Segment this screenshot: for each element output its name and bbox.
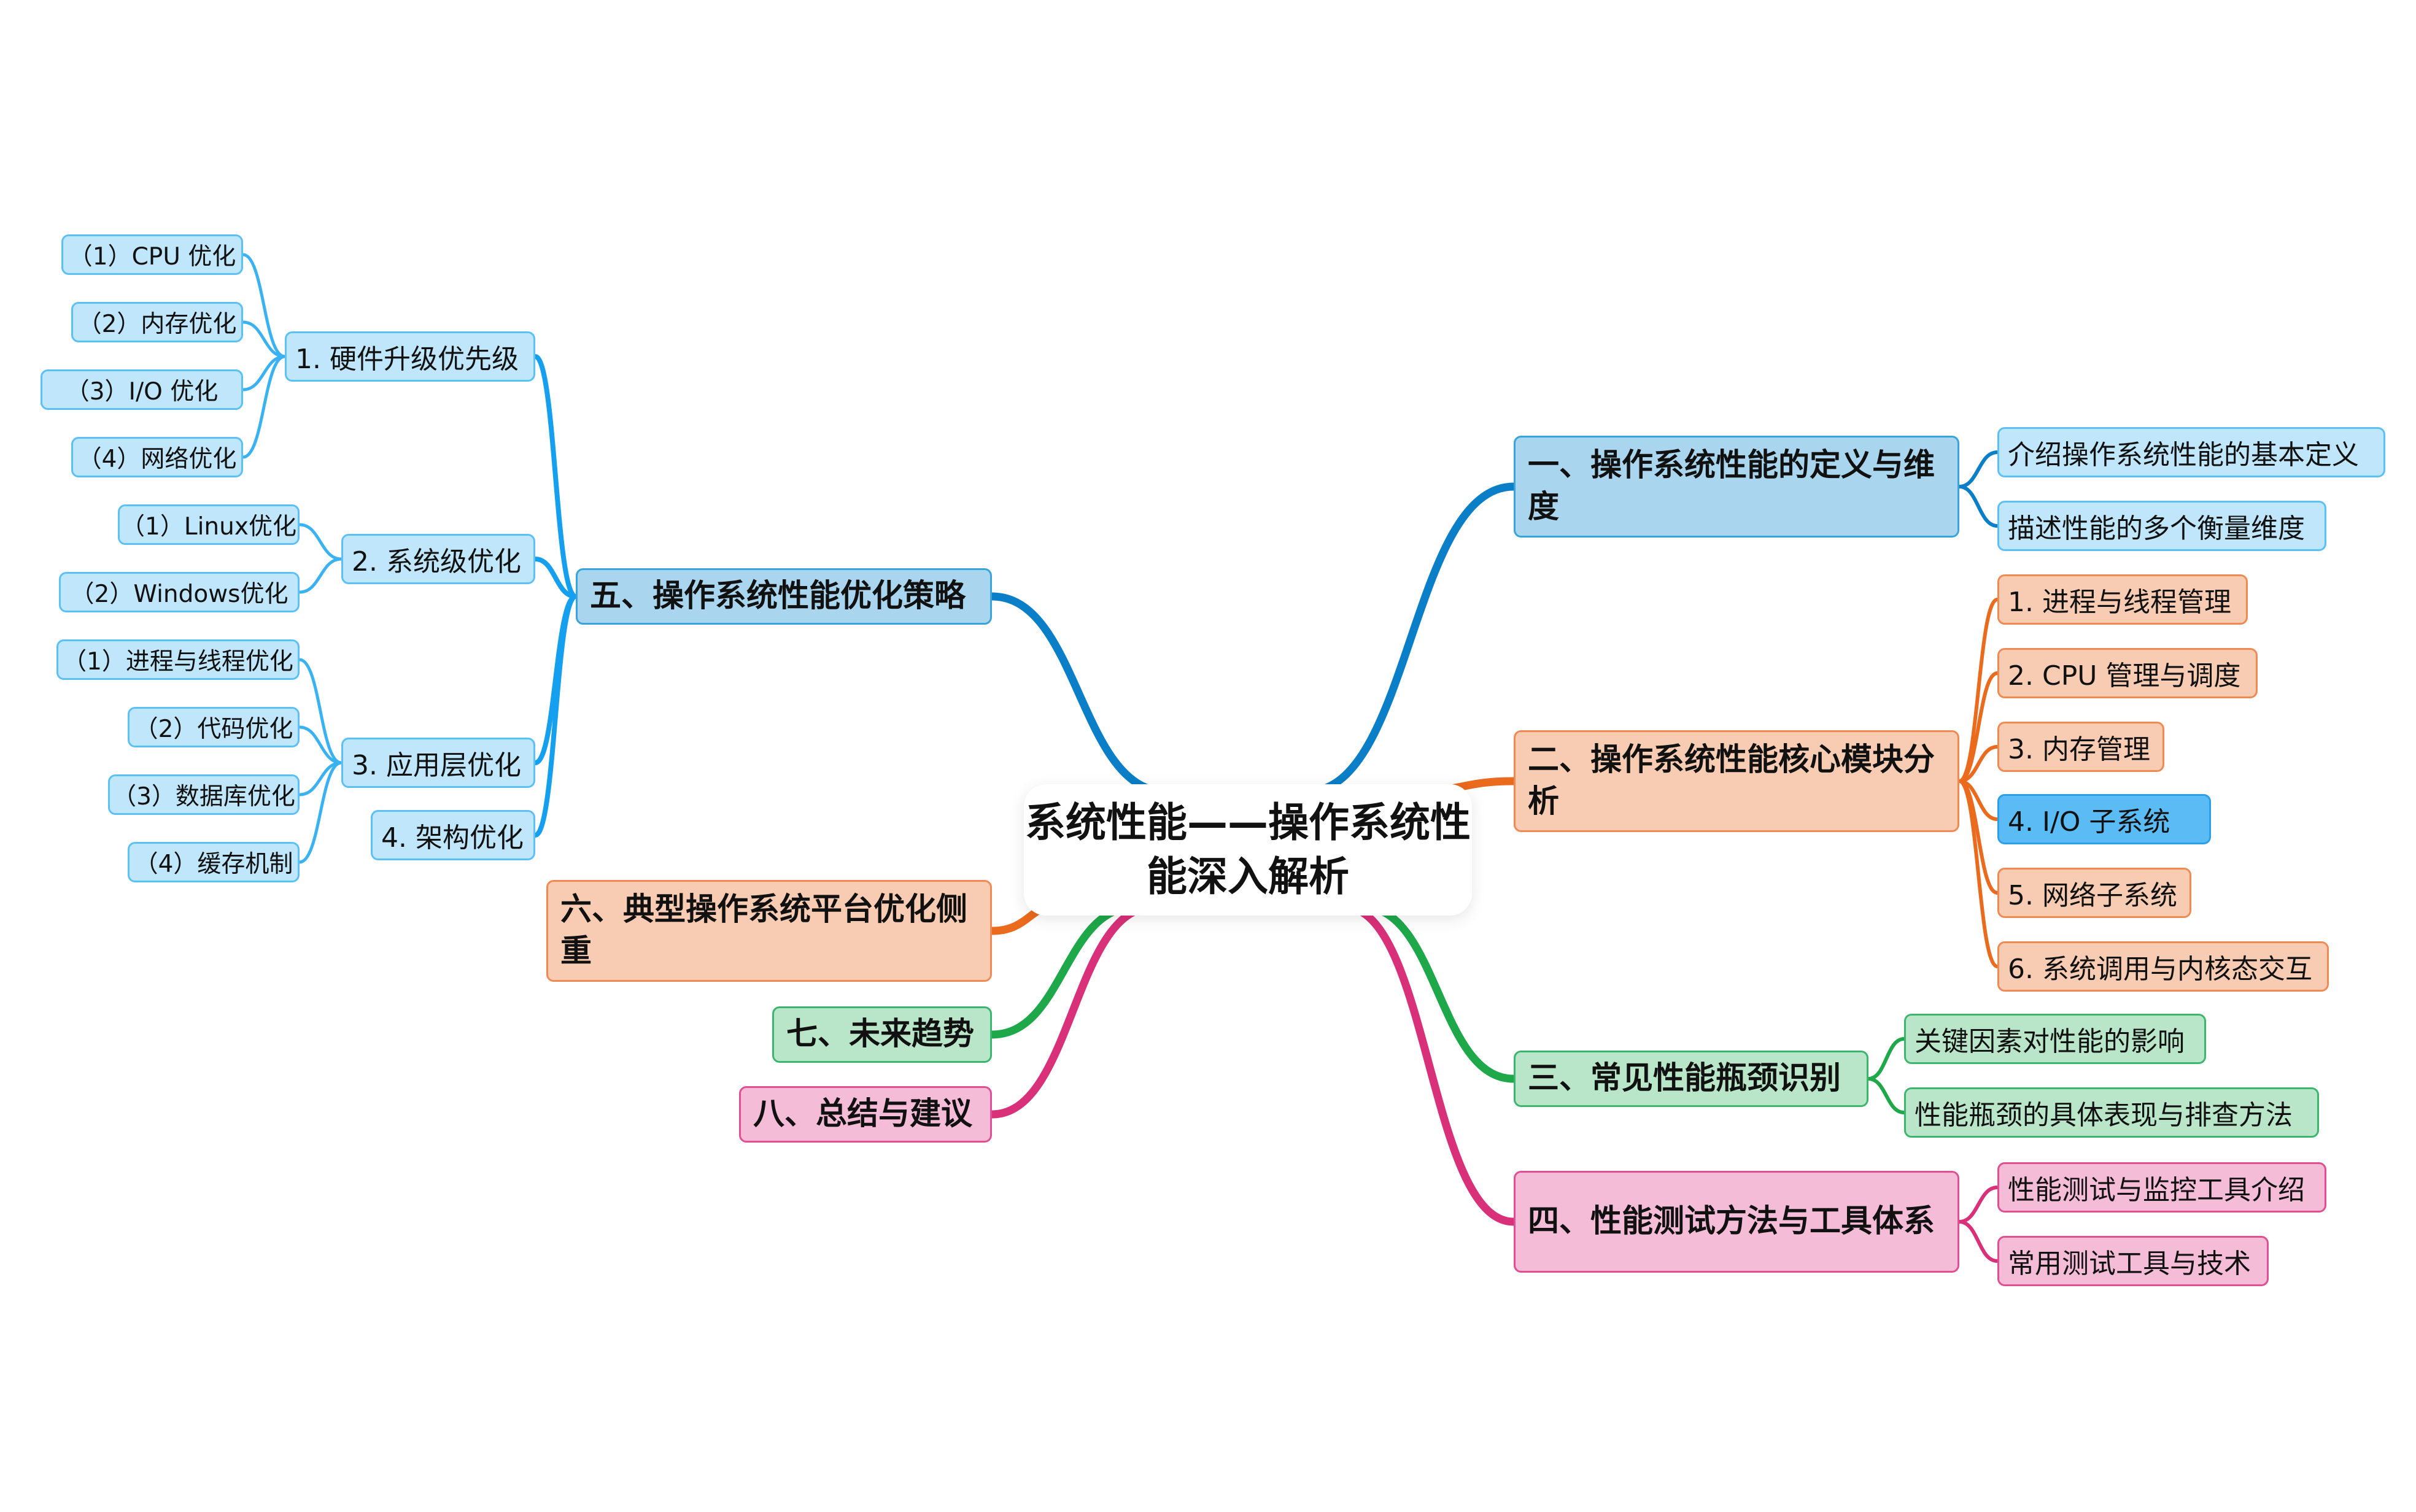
branch-2-item-1[interactable]: 1. 进程与线程管理 [1997, 574, 2248, 625]
link-root-b3 [1358, 903, 1518, 1083]
link-b5-app-4 [298, 761, 343, 864]
b5-app-leaf-4[interactable]: （4）缓存机制 [128, 842, 300, 882]
link-b3-2 [1867, 1077, 1906, 1114]
link-b4-2 [1957, 1220, 1999, 1263]
link-b4-1 [1957, 1186, 1999, 1224]
link-b2-6 [1957, 779, 1999, 968]
b5-hardware-leaf-2[interactable]: （2）内存优化 [71, 302, 243, 342]
branch-5-optimization[interactable]: 五、操作系统性能优化策略 [576, 568, 992, 625]
link-root-b4 [1340, 903, 1518, 1226]
link-b5-sys-1 [298, 523, 343, 561]
branch-6-platforms[interactable]: 六、典型操作系统平台优化侧重 [546, 880, 992, 982]
link-b5-sub-4 [533, 594, 578, 838]
branch-4-item-1[interactable]: 性能测试与监控工具介绍 [1997, 1162, 2326, 1213]
branch-8-summary[interactable]: 八、总结与建议 [739, 1086, 992, 1143]
link-b5-sub-2 [533, 557, 578, 599]
branch-2-item-2[interactable]: 2. CPU 管理与调度 [1997, 648, 2258, 698]
link-b5-hw-1 [241, 253, 287, 358]
b5-sub-architecture[interactable]: 4. 架构优化 [371, 810, 535, 860]
b5-hardware-leaf-3[interactable]: （3）I/O 优化 [41, 369, 243, 410]
branch-3-item-1[interactable]: 关键因素对性能的影响 [1904, 1014, 2206, 1064]
link-b5-hw-2 [241, 320, 287, 358]
branch-2-item-4[interactable]: 4. I/O 子系统 [1997, 794, 2211, 844]
link-b2-3 [1957, 745, 1999, 783]
branch-3-item-2[interactable]: 性能瓶颈的具体表现与排查方法 [1904, 1087, 2319, 1138]
b5-app-leaf-3[interactable]: （3）数据库优化 [108, 774, 300, 815]
link-root-b5 [988, 592, 1171, 796]
link-b2-2 [1957, 671, 1999, 783]
link-b5-sub-1 [533, 354, 578, 599]
link-b2-1 [1957, 598, 1999, 783]
b5-system-leaf-1[interactable]: （1）Linux优化 [118, 504, 300, 545]
link-b5-app-1 [298, 658, 343, 765]
root-topic[interactable]: 系统性能——操作系统性能深入解析 [1024, 784, 1472, 916]
link-b3-1 [1867, 1037, 1906, 1081]
branch-4-testing[interactable]: 四、性能测试方法与工具体系 [1514, 1171, 1959, 1273]
link-root-b1 [1303, 482, 1518, 796]
b5-system-leaf-2[interactable]: （2）Windows优化 [59, 572, 300, 612]
link-root-b8 [988, 903, 1158, 1119]
branch-2-item-3[interactable]: 3. 内存管理 [1997, 722, 2164, 772]
b5-hardware-leaf-1[interactable]: （1）CPU 优化 [61, 234, 243, 275]
branch-1-item-1[interactable]: 介绍操作系统性能的基本定义 [1997, 427, 2385, 477]
branch-7-trends[interactable]: 七、未来趋势 [772, 1006, 992, 1063]
branch-4-item-2[interactable]: 常用测试工具与技术 [1997, 1236, 2269, 1286]
link-b5-app-2 [298, 725, 343, 765]
branch-2-core-modules[interactable]: 二、操作系统性能核心模块分析 [1514, 730, 1959, 832]
b5-sub-application[interactable]: 3. 应用层优化 [341, 738, 535, 788]
link-b1-1 [1957, 450, 1999, 488]
branch-2-item-6[interactable]: 6. 系统调用与内核态交互 [1997, 941, 2329, 992]
link-b1-2 [1957, 485, 1999, 528]
b5-sub-hardware[interactable]: 1. 硬件升级优先级 [285, 331, 535, 382]
b5-sub-system[interactable]: 2. 系统级优化 [341, 534, 535, 584]
b5-app-leaf-1[interactable]: （1）进程与线程优化 [56, 639, 300, 680]
b5-app-leaf-2[interactable]: （2）代码优化 [128, 707, 300, 747]
branch-1-item-2[interactable]: 描述性能的多个衡量维度 [1997, 501, 2326, 551]
link-b5-sys-2 [298, 557, 343, 594]
link-b5-hw-4 [241, 355, 287, 459]
b5-hardware-leaf-4[interactable]: （4）网络优化 [71, 437, 243, 477]
branch-3-bottlenecks[interactable]: 三、常见性能瓶颈识别 [1514, 1051, 1868, 1107]
branch-2-item-5[interactable]: 5. 网络子系统 [1997, 868, 2191, 918]
branch-1-definition[interactable]: 一、操作系统性能的定义与维度 [1514, 436, 1959, 538]
